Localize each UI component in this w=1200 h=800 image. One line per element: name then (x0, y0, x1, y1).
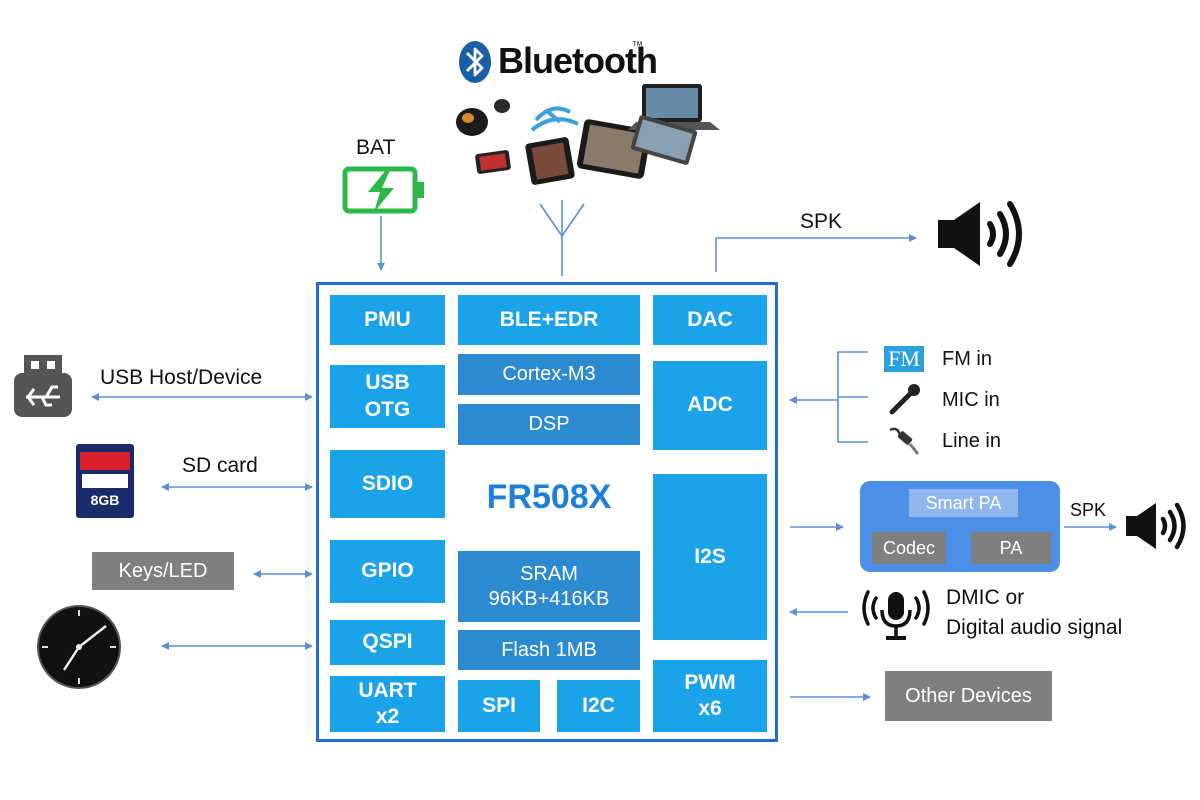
block-sram: SRAM 96KB+416KB (458, 551, 640, 622)
antenna-icon (539, 200, 585, 276)
sd-label: SD card (182, 454, 258, 477)
other-devices-box: Other Devices (885, 671, 1052, 721)
fm-label: FM in (942, 348, 992, 370)
microphone-icon (862, 590, 930, 640)
block-qspi: QSPI (330, 620, 445, 665)
block-adc: ADC (653, 361, 767, 450)
block-i2c: I2C (557, 680, 640, 732)
block-dsp: DSP (458, 404, 640, 445)
keys-led-box: Keys/LED (92, 552, 234, 590)
sd-capacity: 8GB (90, 492, 120, 508)
dmic-label-2: Digital audio signal (946, 616, 1123, 639)
block-gpio: GPIO (330, 540, 445, 603)
microphone-icon (889, 384, 920, 415)
line-cable-icon (889, 427, 920, 455)
smart-pa-label: Smart PA (909, 489, 1018, 517)
bluetooth-wordmark: Bluetooth (498, 40, 658, 81)
spk-top-arrow (715, 234, 917, 272)
chip-name: FR508X (486, 478, 612, 516)
block-flash: Flash 1MB (458, 630, 640, 670)
usb-label: USB Host/Device (100, 366, 263, 389)
pa-box: PA (971, 532, 1051, 564)
block-sdio: SDIO (330, 450, 445, 518)
dmic-label-1: DMIC or (946, 586, 1025, 609)
bluetooth-icon (459, 41, 491, 83)
speaker-icon (938, 201, 1022, 267)
block-uart: UART x2 (330, 676, 445, 732)
bat-label: BAT (356, 136, 396, 159)
fm-logo: FM (884, 346, 924, 372)
block-dac: DAC (653, 295, 767, 345)
sd-card-icon: 8GB (76, 444, 134, 518)
block-usb-otg: USB OTG (330, 365, 445, 428)
speaker-icon (1126, 502, 1186, 550)
battery-icon (342, 166, 424, 214)
usb-stick-icon (14, 355, 72, 417)
block-pwm: PWM x6 (653, 660, 767, 732)
block-pmu: PMU (330, 295, 445, 345)
spk-top-label: SPK (800, 210, 843, 233)
block-i2s: I2S (653, 474, 767, 640)
block-spi: SPI (458, 680, 540, 732)
block-cortex: Cortex-M3 (458, 354, 640, 395)
mic-label: MIC in (942, 389, 1000, 411)
watch-icon (37, 605, 121, 689)
codec-box: Codec (872, 532, 946, 564)
line-in-label: Line in (942, 430, 1001, 452)
trademark-mark: ™ (632, 40, 643, 52)
device-cluster-icon (456, 84, 720, 185)
block-ble-edr: BLE+EDR (458, 295, 640, 345)
spk-pa-label: SPK (1070, 500, 1107, 520)
